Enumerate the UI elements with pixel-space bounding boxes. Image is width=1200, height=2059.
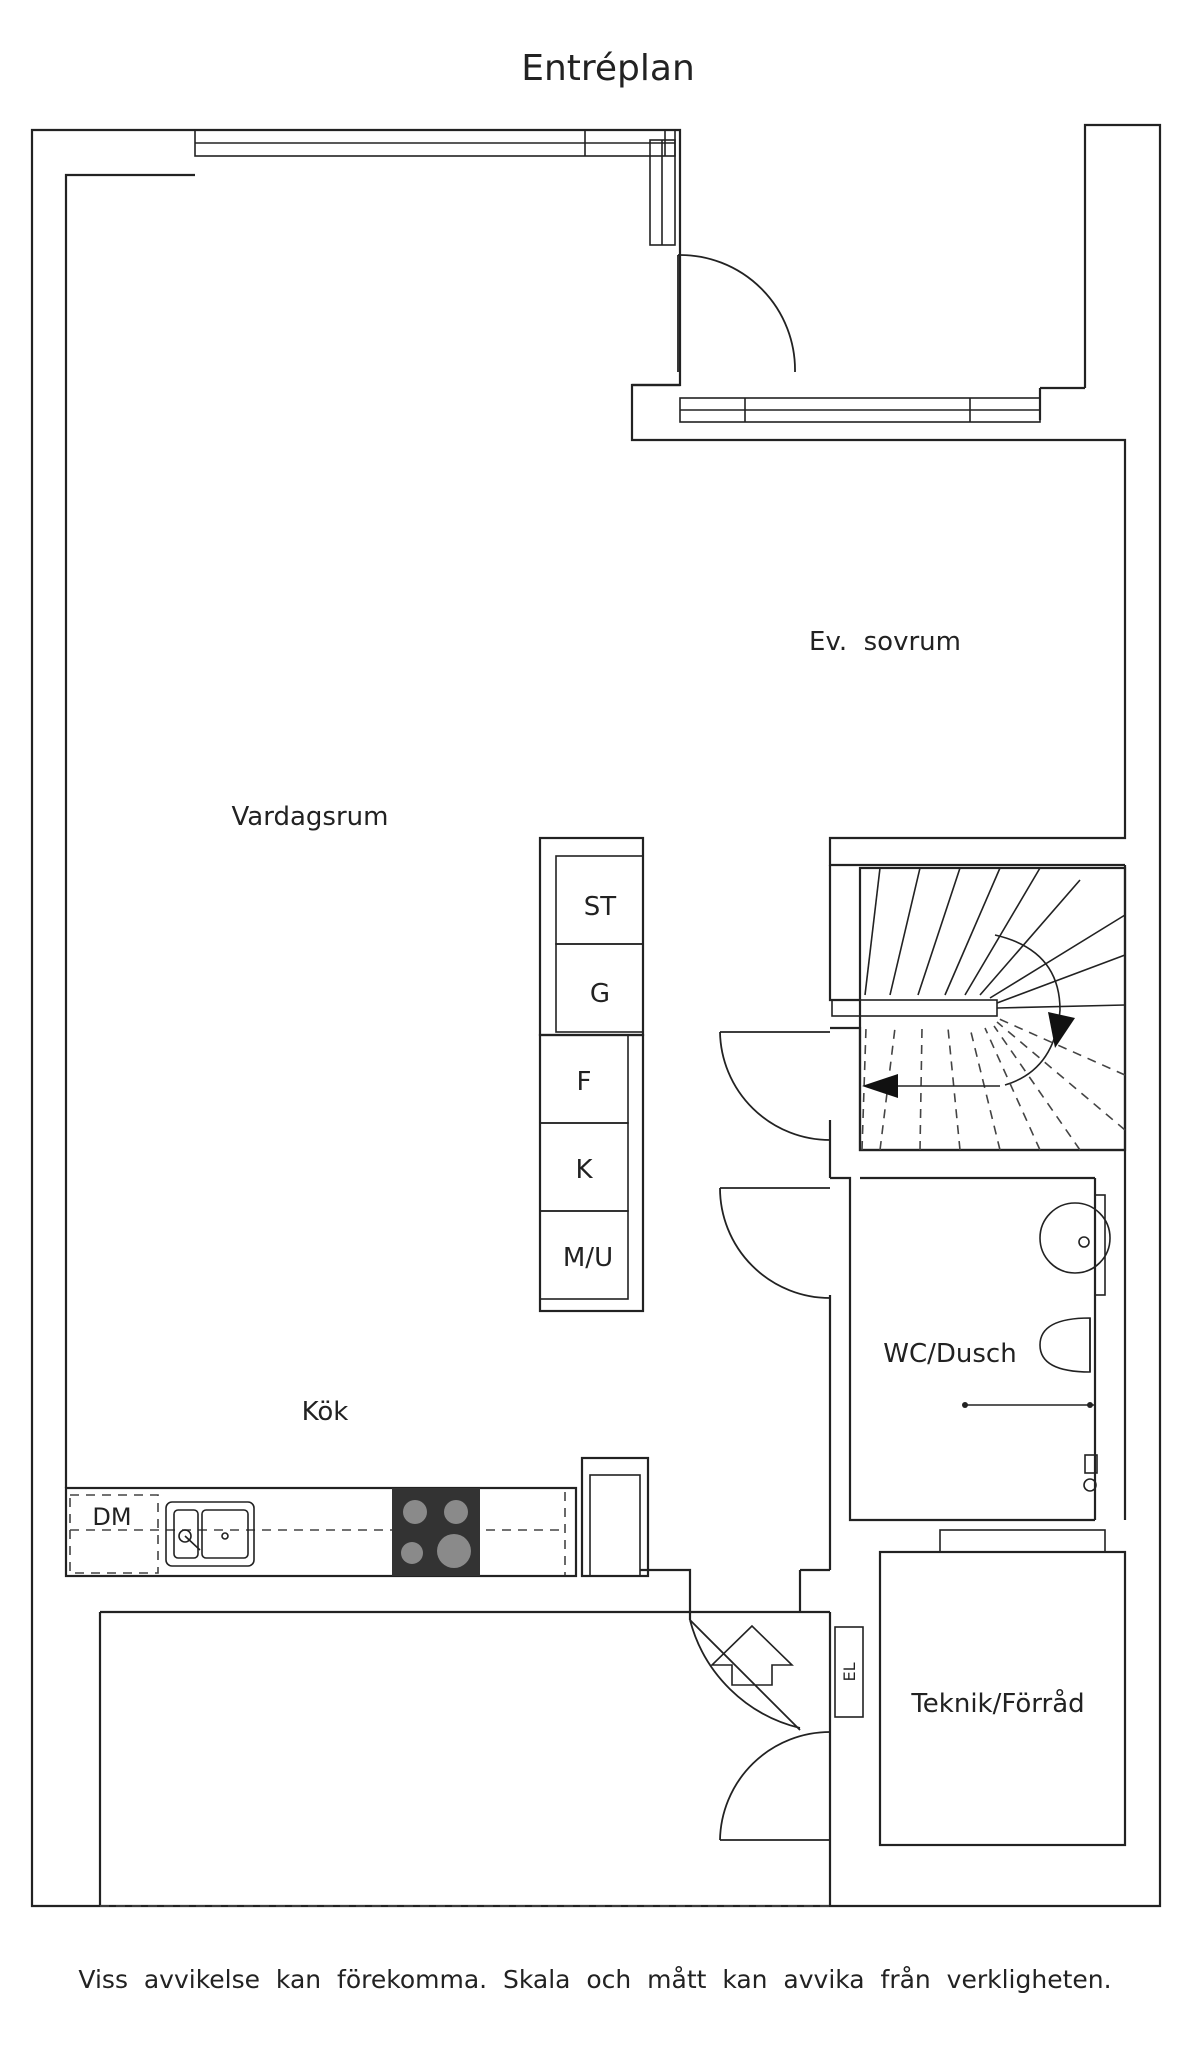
cabinet-st-label: ST [584, 892, 617, 922]
wc-door [719, 1187, 831, 1299]
cabinet-k-label: K [575, 1155, 593, 1185]
stair-door [719, 1031, 831, 1141]
room-label-teknik: Teknik/Förråd [910, 1688, 1084, 1719]
el-box [834, 1626, 864, 1718]
teknik-door [719, 1731, 831, 1841]
cabinet-g-label: G [590, 979, 610, 1009]
kitchen-counter [64, 1456, 650, 1578]
window-top [194, 129, 676, 246]
entrance-door-top [677, 254, 796, 373]
entrance-door-bottom [689, 1619, 801, 1731]
interior-walls [100, 865, 1127, 1906]
shower-tap-icon [1084, 1454, 1098, 1474]
room-label-sovrum: Ev. sovrum [809, 627, 961, 657]
cabinet-mu-label: M/U [563, 1243, 613, 1273]
staircase [831, 866, 1127, 1152]
room-label-wc: WC/Dusch [883, 1339, 1016, 1369]
room-label-vardagsrum: Vardagsrum [232, 802, 389, 832]
window-sovrum [679, 397, 1041, 423]
kitchen-sink-icon [165, 1501, 255, 1567]
cabinet-f-label: F [577, 1067, 592, 1097]
stove-icon [392, 1488, 480, 1576]
cabinet-column [538, 836, 645, 1313]
plan-title: Entréplan [521, 48, 695, 89]
outer-walls [30, 123, 1162, 1908]
sink-icon [1039, 1202, 1111, 1274]
el-label: EL [840, 1662, 859, 1681]
wc-fixtures [962, 1194, 1111, 1492]
disclaimer: Viss avvikelse kan förekomma. Skala och … [78, 1965, 1111, 1994]
toilet-icon [1039, 1317, 1091, 1373]
entry-arrow-icon [710, 1624, 794, 1686]
room-label-kok: Kök [302, 1397, 349, 1427]
dm-label: DM [92, 1503, 131, 1531]
